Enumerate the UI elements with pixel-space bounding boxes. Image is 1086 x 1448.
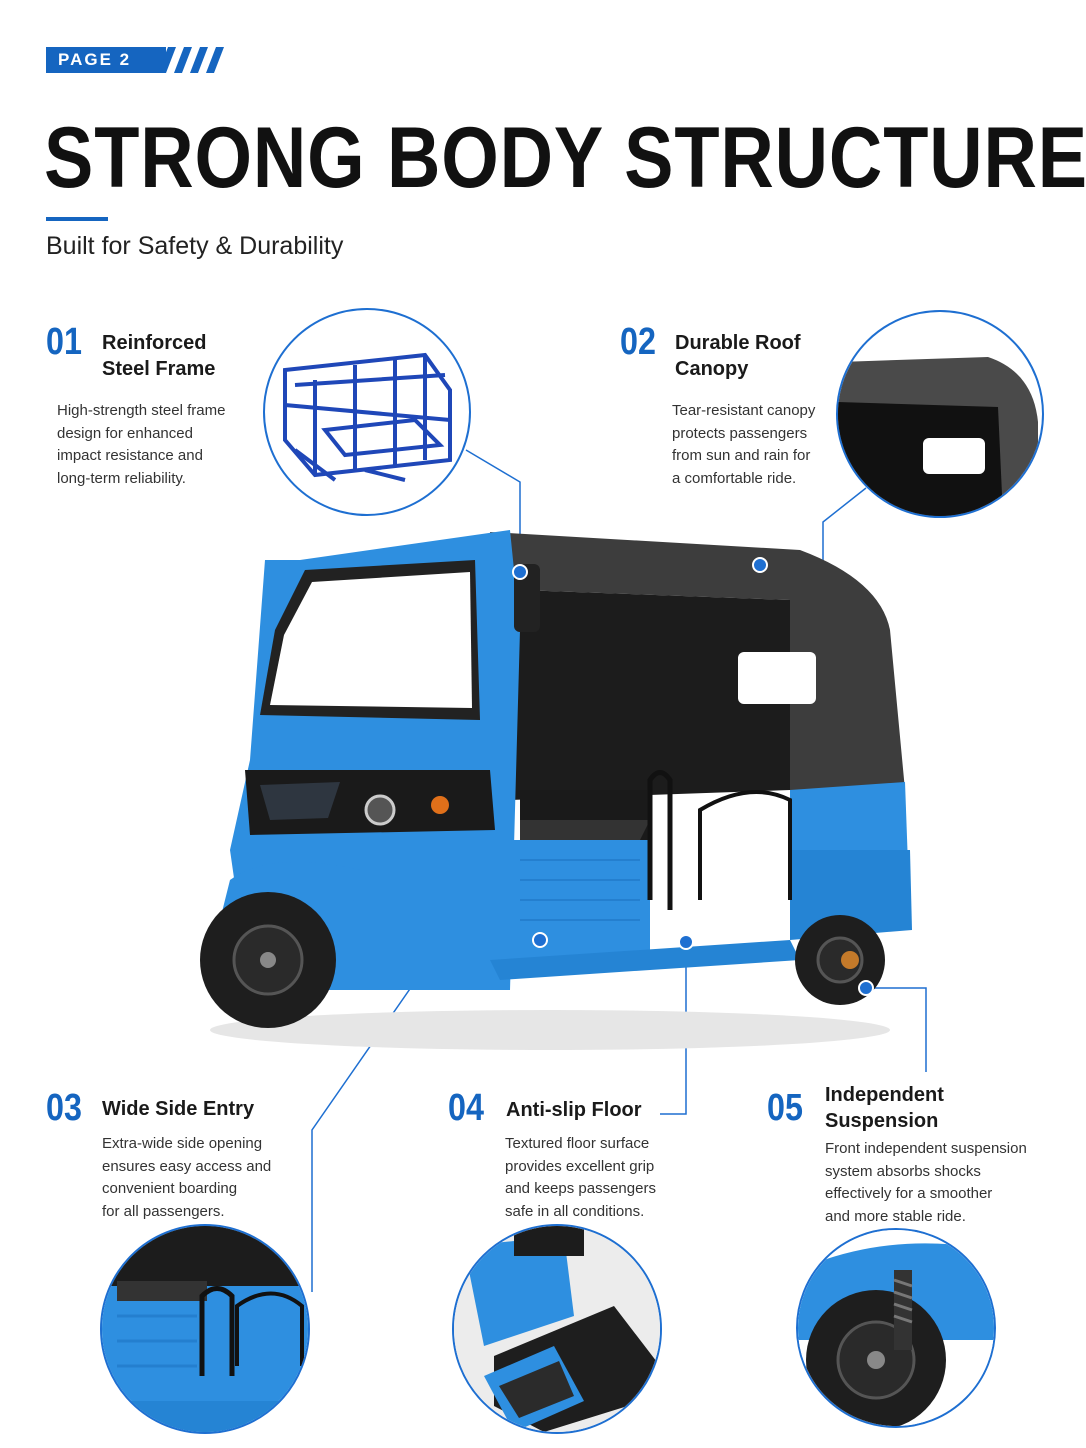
feature-5-number: 05 [767,1087,803,1129]
feature-2-desc-line: Tear-resistant canopy [672,402,816,419]
feature-3-desc-line: convenient boarding [102,1180,238,1197]
feature-4-desc-line: safe in all conditions. [505,1202,645,1220]
feature-5-title-line2: Suspension [825,1110,939,1132]
feature-5-desc-line: Front independent suspension [825,1140,1027,1157]
roof-canopy-detail-image [836,310,1044,518]
feature-1-title-line2: Steel Frame [102,358,216,380]
auto-rickshaw-illustration [200,530,912,1050]
suspension-detail-image [796,1228,996,1428]
title-underline [46,217,108,221]
feature-5-desc-line: and more stable ride. [825,1207,966,1225]
feature-1-desc-line: long-term reliability. [57,469,186,487]
feature-4-description: Textured floor surface provides excellen… [505,1133,656,1223]
feature-5-title-line1: Independent [825,1084,944,1106]
feature-3-number: 03 [46,1087,82,1129]
page-title: STRONG BODY STRUCTURE [44,110,1086,206]
feature-5-desc-line: system absorbs shocks [825,1162,981,1180]
feature-1-number: 01 [46,321,82,363]
anti-slip-floor-detail-image [452,1224,662,1434]
feature-4-desc-line: and keeps passengers [505,1180,656,1197]
feature-1-desc-line: High-strength steel frame [57,402,226,419]
feature-2-desc-line: protects passengers [672,424,808,442]
feature-3-description: Extra-wide side opening ensures easy acc… [102,1133,271,1223]
feature-5-title: Independent Suspension [825,1082,944,1134]
page-label: PAGE 2 [46,47,166,73]
feature-1-title: Reinforced Steel Frame [102,330,215,382]
feature-1-desc-line: impact resistance and [57,447,203,464]
feature-2-title-line1: Durable Roof [675,332,801,354]
feature-4-desc-line: provides excellent grip [505,1157,655,1175]
feature-1-title-line1: Reinforced [102,332,207,354]
feature-2-desc-line: a comfortable ride. [672,469,797,487]
side-entry-detail-image [100,1224,310,1434]
feature-5-description: Front independent suspension system abso… [825,1138,1027,1228]
feature-5-desc-line: effectively for a smoother [825,1185,993,1202]
page-label-stripes [158,47,224,73]
feature-2-title: Durable Roof Canopy [675,330,801,382]
feature-4-title: Anti-slip Floor [506,1099,642,1121]
feature-3-desc-line: ensures easy access and [102,1157,272,1175]
feature-2-number: 02 [620,321,656,363]
feature-4-number: 04 [448,1087,484,1129]
steel-frame-detail-image [263,308,471,516]
feature-1-desc-line: design for enhanced [57,424,193,442]
feature-1-description: High-strength steel frame design for enh… [57,400,225,490]
feature-2-desc-line: from sun and rain for [672,447,811,464]
feature-2-title-line2: Canopy [675,358,749,380]
feature-3-title: Wide Side Entry [102,1098,255,1120]
feature-3-desc-line: for all passengers. [102,1202,225,1220]
feature-3-desc-line: Extra-wide side opening [102,1135,263,1152]
feature-2-description: Tear-resistant canopy protects passenger… [672,400,815,490]
page-subtitle: Built for Safety & Durability [46,232,344,260]
feature-4-desc-line: Textured floor surface [505,1135,650,1152]
